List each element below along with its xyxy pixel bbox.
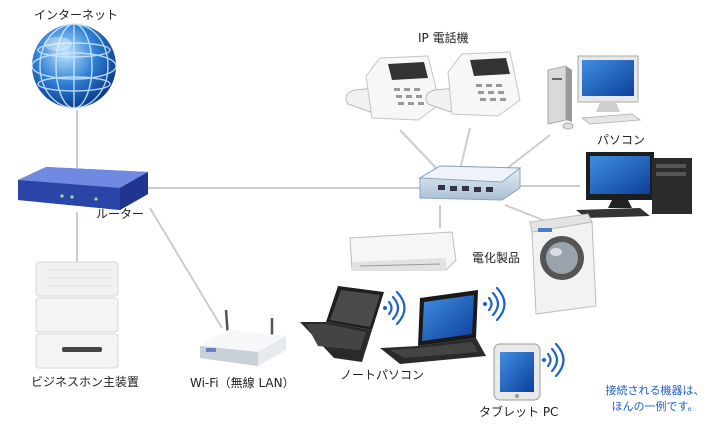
switching-hub-icon — [418, 165, 522, 201]
label-pc: パソコン — [597, 133, 646, 147]
desktop-pc-icon — [576, 152, 692, 218]
label-tablet: タブレット PC — [479, 405, 559, 419]
ip-phone-icon — [345, 55, 441, 121]
label-pbx: ビジネスホン主装置 — [31, 375, 140, 389]
ip-phone-icon — [425, 51, 521, 117]
label-appliances: 電化製品 — [472, 251, 521, 265]
label-ip-phones: IP 電話機 — [418, 31, 469, 45]
router-icon — [18, 167, 148, 210]
link-hub-desktop — [504, 134, 551, 171]
laptop-icon — [380, 290, 486, 364]
wifi-signal-icon — [383, 290, 406, 326]
connection-lines — [76, 110, 580, 329]
air-conditioner-icon — [349, 231, 457, 271]
wifi-signal-icon — [542, 342, 565, 378]
link-hub-washer — [504, 204, 549, 223]
wifi-router-icon — [200, 309, 286, 366]
label-router: ルーター — [96, 207, 145, 221]
note-line-1: 接続される機器は、 — [605, 384, 705, 397]
tablet-icon — [493, 343, 541, 401]
washing-machine-icon — [529, 213, 597, 315]
internet-globe-icon — [31, 23, 117, 109]
link-hub-phone2 — [459, 127, 471, 171]
link-hub-phone1 — [399, 129, 439, 171]
example-note: 接続される機器は、 ほんの一例です。 — [600, 383, 710, 415]
laptop-icon — [300, 286, 384, 362]
note-line-2: ほんの一例です。 — [611, 400, 699, 413]
label-wifi: Wi-Fi（無線 LAN） — [190, 376, 295, 390]
label-internet: インターネット — [34, 8, 119, 22]
wifi-signal-icon — [483, 286, 506, 322]
desktop-pc-icon — [547, 55, 642, 130]
pbx-unit-icon — [35, 261, 119, 369]
link-router-wifi — [149, 207, 223, 329]
label-notebook: ノートパソコン — [340, 368, 425, 382]
